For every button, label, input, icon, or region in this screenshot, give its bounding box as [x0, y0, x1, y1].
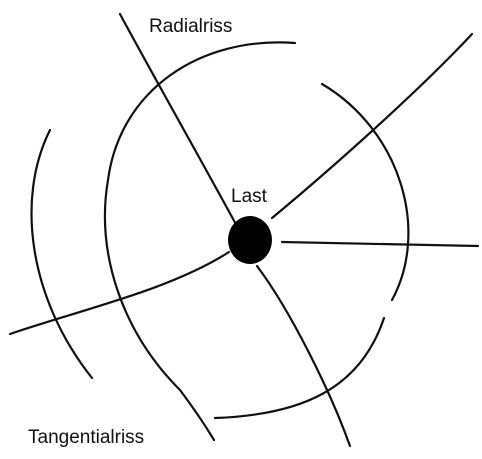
radial-crack-lower: [257, 266, 350, 446]
tangential-crack-outer-left: [31, 130, 92, 378]
radial-crack-right: [282, 242, 478, 246]
load-label: Last: [231, 187, 267, 206]
radial-crack-upper-right: [272, 34, 472, 218]
radial-crack-upper-left: [120, 14, 238, 228]
radial-crack-label: Radialriss: [149, 17, 232, 36]
tangential-crack-label: Tangentialriss: [28, 428, 144, 447]
tangential-crack-right: [322, 84, 408, 300]
load-point: [228, 216, 272, 264]
